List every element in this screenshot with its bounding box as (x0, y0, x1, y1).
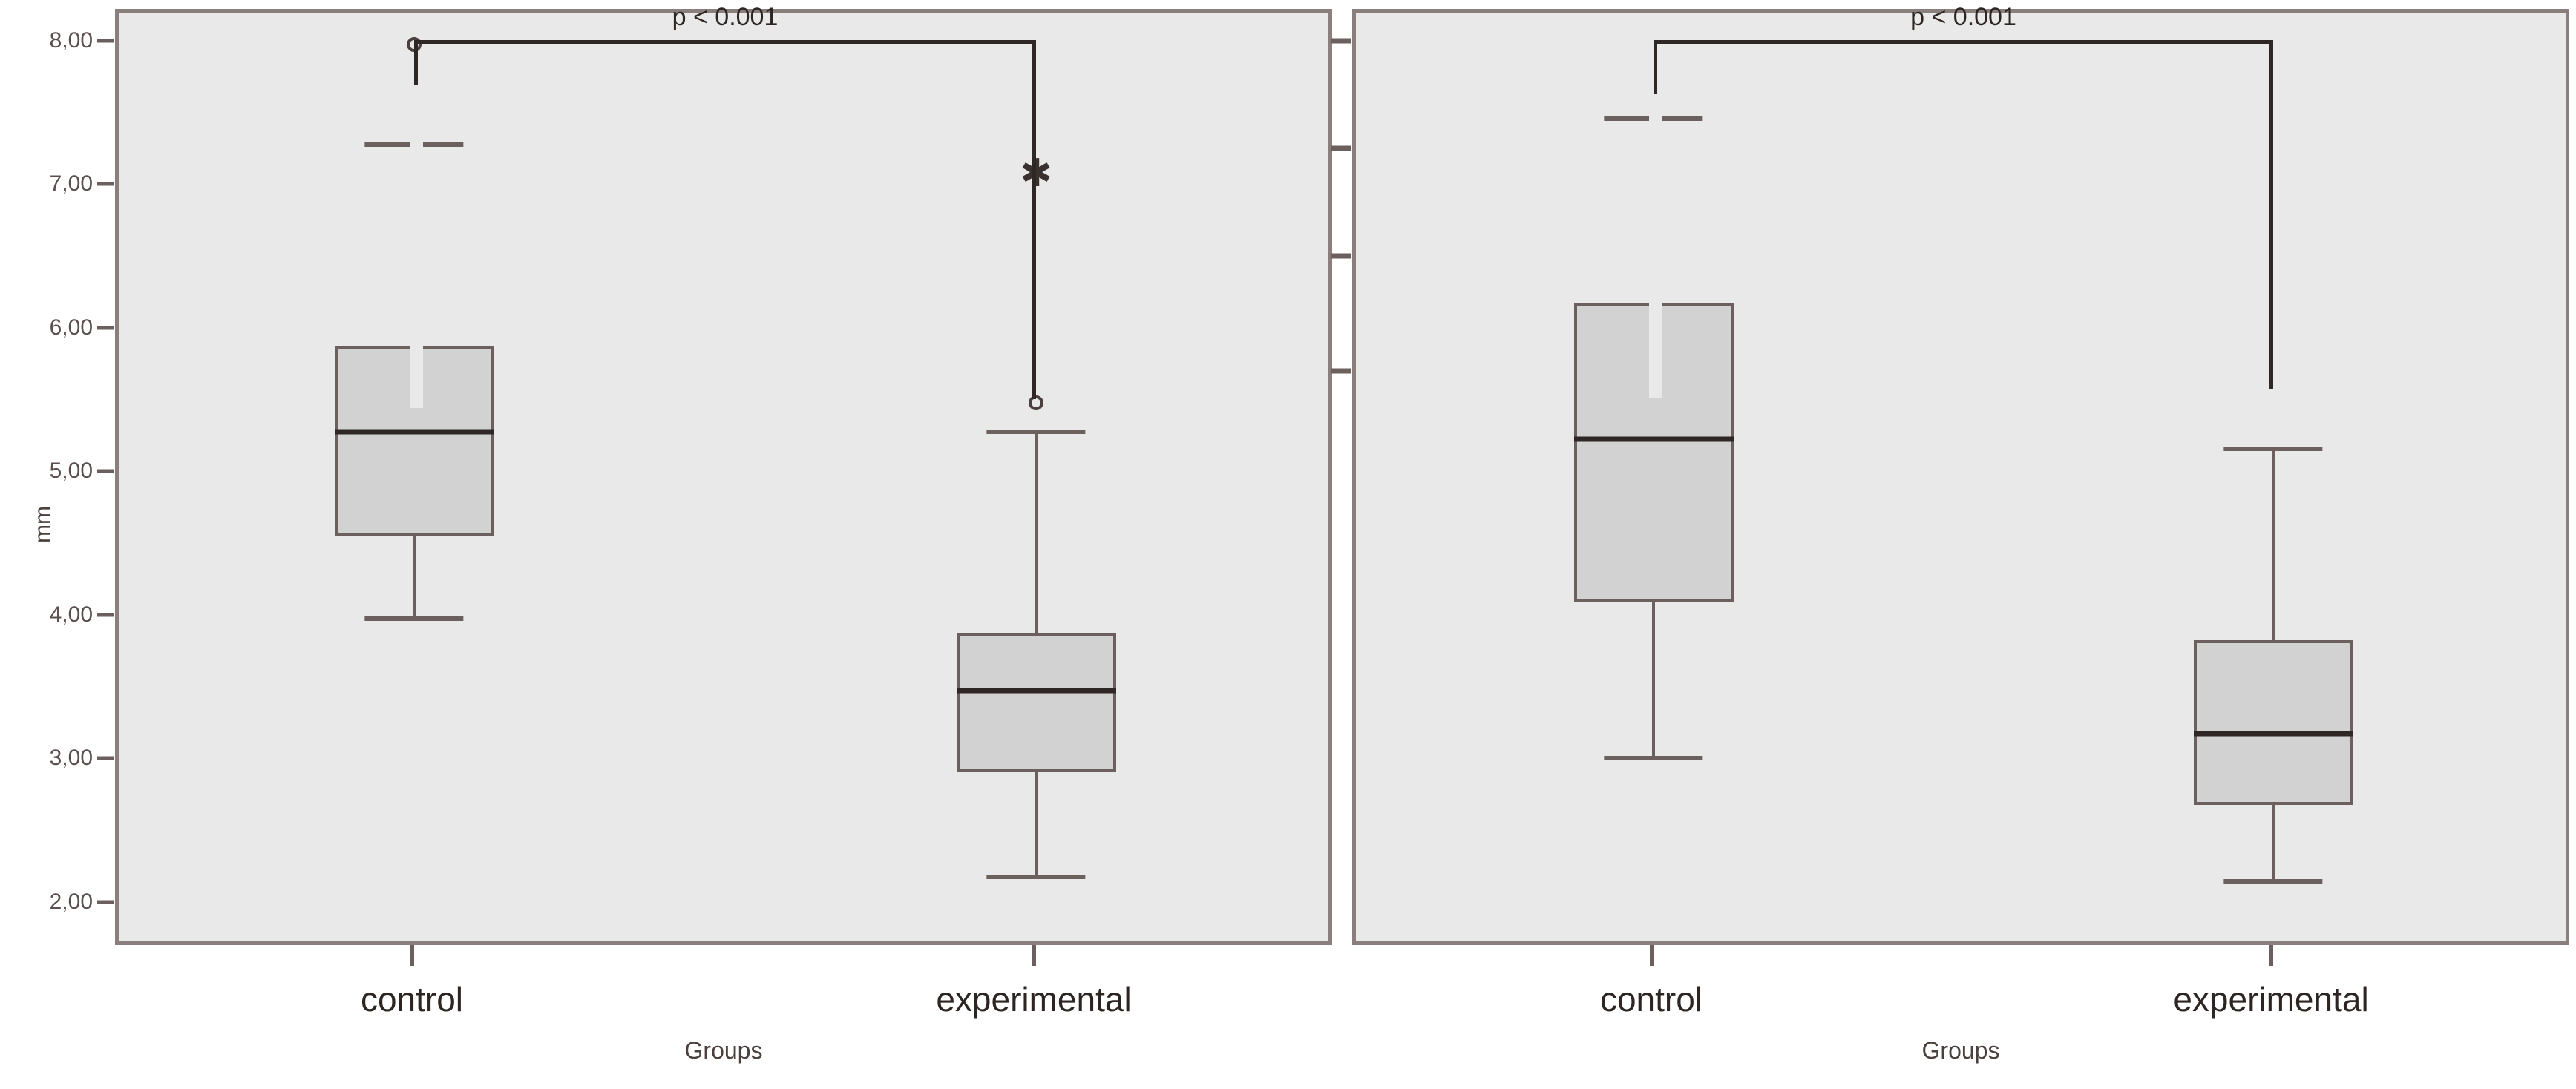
right-xtick-label-experimental: experimental (2173, 980, 2369, 1019)
right-xtick-control (1650, 945, 1654, 966)
ytick-label-200: 2,00 (49, 889, 93, 914)
left-plot-panel: ✱p < 0.001 (115, 3, 1332, 945)
whisker-lower-experimental (1035, 771, 1038, 878)
ytick-label-300: 3,00 (49, 746, 93, 771)
median-line-control (1573, 436, 1734, 442)
whisker-cap-lower-experimental (986, 875, 1086, 880)
ytick-mark-4 (97, 613, 114, 617)
ytick-stub-2 (1331, 253, 1351, 259)
ytick-stub-0 (1331, 38, 1351, 44)
y-axis-title: mm (30, 506, 55, 543)
ytick-label-600: 6,00 (49, 315, 93, 340)
whisker-cap-lower-control (1604, 755, 1703, 760)
significance-label-right: p < 0.001 (1910, 2, 2016, 31)
ytick-mark-0 (97, 39, 114, 43)
whisker-cap-lower-experimental (2223, 879, 2323, 884)
right-xtick-experimental (2269, 945, 2273, 966)
ytick-stub-3 (1331, 368, 1351, 374)
ytick-label-700: 7,00 (49, 171, 93, 197)
bracket-mask-left (1649, 94, 1662, 398)
box-right-experimental (1356, 13, 2566, 941)
whisker-lower-experimental (2272, 805, 2275, 882)
whisker-lower-control (413, 535, 416, 619)
significance-bracket-left (414, 39, 1036, 399)
left-xtick-experimental (1032, 945, 1036, 966)
iqr-box-experimental (2193, 639, 2353, 806)
ytick-label-500: 5,00 (49, 458, 93, 484)
median-line-experimental (956, 688, 1116, 694)
ytick-mark-1 (97, 182, 114, 186)
right-x-axis-title: Groups (1921, 1037, 2000, 1064)
whisker-cap-lower-control (364, 616, 464, 621)
whisker-upper-experimental (1035, 432, 1038, 634)
ytick-mark-2 (97, 326, 114, 330)
ytick-label-800: 8,00 (49, 27, 93, 53)
outlier-experimental-0 (1029, 395, 1043, 411)
bracket-mask-left (410, 84, 423, 408)
ytick-stub-1 (1331, 145, 1351, 151)
left-xtick-label-control: control (360, 980, 464, 1019)
significance-bracket-right (1654, 39, 2273, 389)
whisker-cap-upper-experimental (2223, 447, 2323, 452)
box-left-experimental: ✱ (119, 13, 1328, 941)
median-line-experimental (2193, 731, 2353, 737)
right-xtick-label-control: control (1599, 980, 1703, 1019)
whisker-cap-upper-experimental (986, 430, 1086, 435)
ytick-mark-6 (97, 900, 114, 904)
left-x-axis-title: Groups (684, 1037, 763, 1064)
right-plot-panel: p < 0.001 (1352, 3, 2569, 945)
ytick-mark-5 (97, 756, 114, 760)
left-xtick-label-experimental: experimental (936, 980, 1132, 1019)
significance-label-left: p < 0.001 (672, 2, 779, 31)
whisker-lower-control (1652, 601, 1655, 758)
right-plot-area: p < 0.001 (1356, 3, 2566, 941)
median-line-control (334, 429, 494, 435)
left-plot-area: ✱p < 0.001 (119, 3, 1328, 941)
ytick-mark-3 (97, 469, 114, 473)
left-xtick-control (410, 945, 414, 966)
iqr-box-experimental (956, 633, 1116, 772)
ytick-label-400: 4,00 (49, 602, 93, 627)
whisker-upper-experimental (2272, 449, 2275, 640)
